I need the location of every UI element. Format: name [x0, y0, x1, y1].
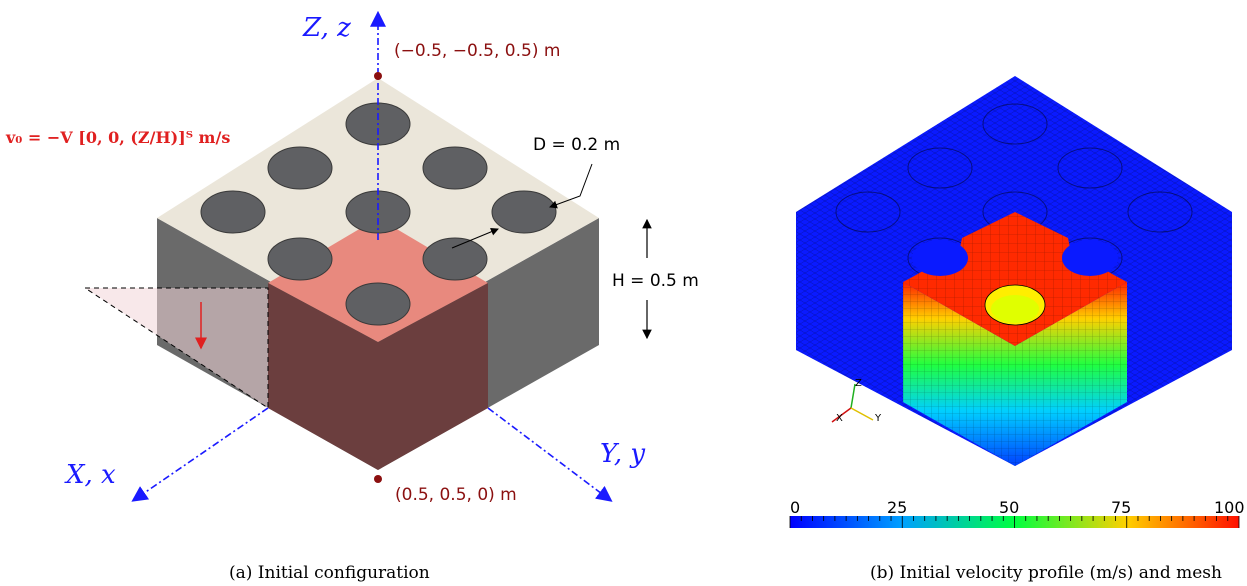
quarter-notch	[1062, 240, 1118, 276]
diameter-leader	[549, 163, 593, 209]
colorbar-tick-25: 25	[887, 498, 907, 517]
triad-y-label: Y	[874, 413, 882, 424]
velocity-label: v₀ = −V [0, 0, (Z/H)]ᵀ m/s	[5, 128, 230, 147]
axis-triad: Z X Y	[831, 378, 882, 424]
colorbar-tick-75: 75	[1111, 498, 1131, 517]
hole	[345, 282, 411, 326]
colorbar-ticks	[789, 516, 1240, 528]
quarter-front-right	[378, 283, 488, 470]
panel-a-diagram: Z, z X, x Y, y (−0.5, −0.5, 0.5) m (0.5,…	[5, 10, 699, 583]
colorbar-tick-0: 0	[790, 498, 800, 517]
caption-a: (a) Initial configuration	[229, 563, 430, 583]
colorbar-tick-50: 50	[999, 498, 1019, 517]
quarter-notch	[912, 240, 968, 276]
diameter-label: D = 0.2 m	[533, 135, 620, 155]
hole	[491, 190, 557, 234]
y-axis-label: Y, y	[600, 439, 645, 469]
quarter-front-left	[268, 283, 378, 470]
z-axis-label: Z, z	[302, 13, 351, 43]
quarter-top-mesh	[903, 212, 1127, 346]
reference-plane	[85, 288, 268, 408]
reference-plane-edge	[84, 287, 269, 409]
bottom-point-marker	[374, 475, 382, 483]
top-point-marker	[374, 72, 382, 80]
x-axis-label: X, x	[64, 460, 116, 490]
colorbar-tick-100: 100	[1214, 498, 1245, 517]
top-point-label: (−0.5, −0.5, 0.5) m	[394, 41, 560, 61]
panel-b-mesh: Z X Y 0 25 50 75 100 (b) Initial velocit…	[789, 76, 1245, 583]
x-axis	[131, 407, 269, 502]
y-axis	[487, 407, 613, 502]
quarter-center-hole-inner	[991, 295, 1039, 323]
diameter-arrow	[451, 227, 499, 249]
quarter-front-mesh	[903, 282, 1127, 466]
hole	[422, 146, 488, 190]
holes	[200, 102, 557, 326]
hole	[345, 190, 411, 234]
height-label: H = 0.5 m	[612, 271, 699, 291]
hole	[267, 146, 333, 190]
triad-z-label: Z	[855, 378, 862, 389]
hole	[200, 190, 266, 234]
quarter-top-face	[268, 218, 488, 342]
hole	[267, 237, 333, 281]
hole	[422, 237, 488, 281]
caption-b: (b) Initial velocity profile (m/s) and m…	[870, 563, 1222, 583]
triad-x-label: X	[836, 413, 843, 424]
bottom-point-label: (0.5, 0.5, 0) m	[395, 485, 517, 505]
